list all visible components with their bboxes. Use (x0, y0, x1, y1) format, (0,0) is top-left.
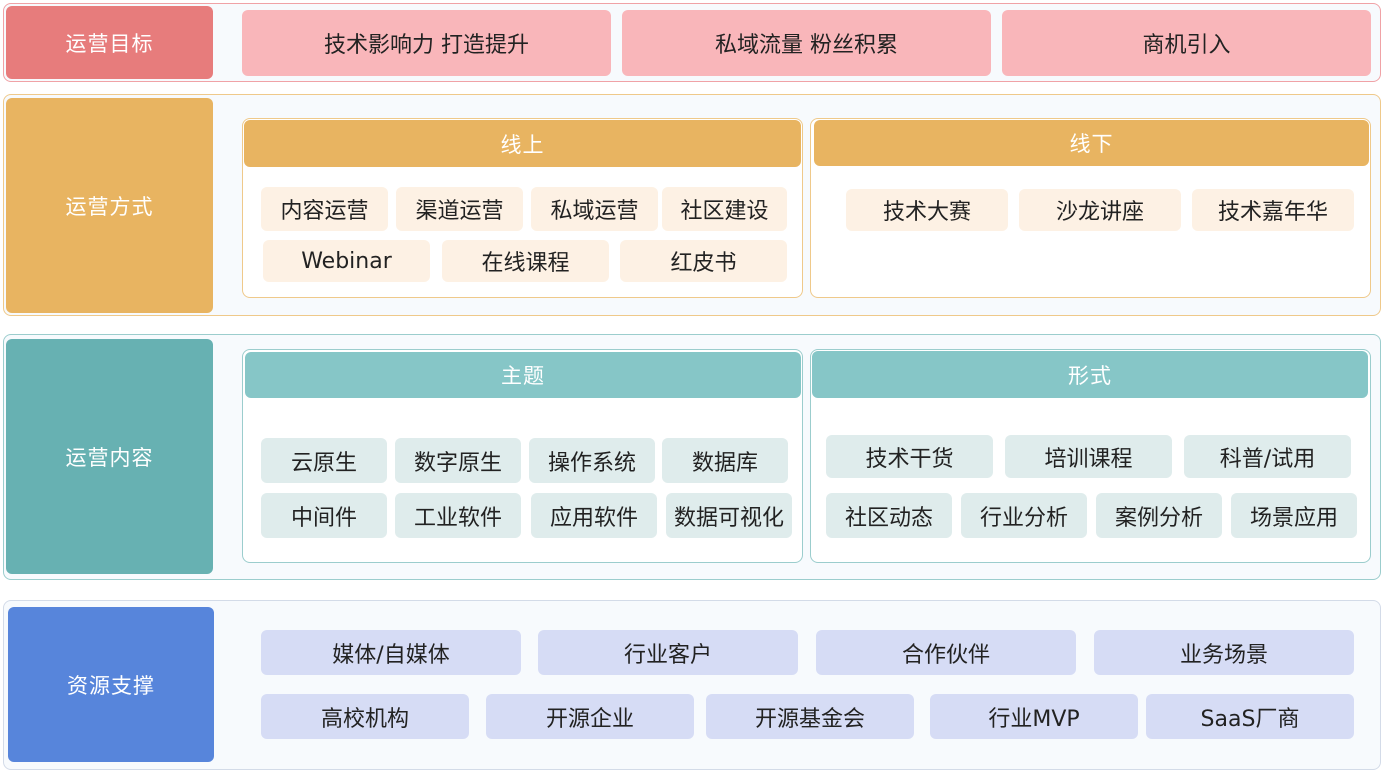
resource-item: 开源企业 (486, 694, 694, 739)
goal-item-2: 私域流量 粉丝积累 (622, 10, 991, 76)
theme-item: 工业软件 (395, 493, 521, 538)
theme-item: 操作系统 (529, 438, 655, 483)
offline-item: 技术嘉年华 (1192, 189, 1354, 231)
format-item: 场景应用 (1231, 493, 1357, 538)
theme-item: 应用软件 (531, 493, 657, 538)
online-item: 在线课程 (442, 240, 609, 282)
methods-label: 运营方式 (6, 98, 213, 313)
resources-label: 资源支撑 (8, 607, 214, 762)
resource-item: 行业MVP (930, 694, 1138, 739)
online-item: 渠道运营 (396, 187, 523, 231)
themes-panel-title: 主题 (245, 352, 801, 398)
goal-item-1: 技术影响力 打造提升 (242, 10, 611, 76)
format-item: 培训课程 (1005, 435, 1172, 478)
resources-row (3, 600, 1381, 770)
format-item: 社区动态 (826, 493, 952, 538)
theme-item: 数据可视化 (666, 493, 792, 538)
theme-item: 数据库 (662, 438, 788, 483)
goal-item-3: 商机引入 (1002, 10, 1371, 76)
online-item: Webinar (263, 240, 430, 282)
format-item: 技术干货 (826, 435, 993, 478)
resource-item: 高校机构 (261, 694, 469, 739)
resource-item: SaaS厂商 (1146, 694, 1354, 739)
format-item: 行业分析 (961, 493, 1087, 538)
resource-item: 业务场景 (1094, 630, 1354, 675)
online-item: 内容运营 (261, 187, 388, 231)
resource-item: 媒体/自媒体 (261, 630, 521, 675)
online-item: 私域运营 (531, 187, 658, 231)
online-item: 红皮书 (620, 240, 787, 282)
resource-item: 合作伙伴 (816, 630, 1076, 675)
theme-item: 云原生 (261, 438, 387, 483)
online-panel-title: 线上 (244, 120, 801, 167)
formats-panel-title: 形式 (812, 351, 1368, 398)
theme-item: 中间件 (261, 493, 387, 538)
content-label: 运营内容 (6, 339, 213, 574)
resource-item: 行业客户 (538, 630, 798, 675)
format-item: 案例分析 (1096, 493, 1222, 538)
goals-label: 运营目标 (6, 6, 213, 79)
theme-item: 数字原生 (395, 438, 521, 483)
resource-item: 开源基金会 (706, 694, 914, 739)
offline-item: 沙龙讲座 (1019, 189, 1181, 231)
offline-item: 技术大赛 (846, 189, 1008, 231)
offline-panel-title: 线下 (814, 120, 1369, 166)
format-item: 科普/试用 (1184, 435, 1351, 478)
online-item: 社区建设 (662, 187, 787, 231)
